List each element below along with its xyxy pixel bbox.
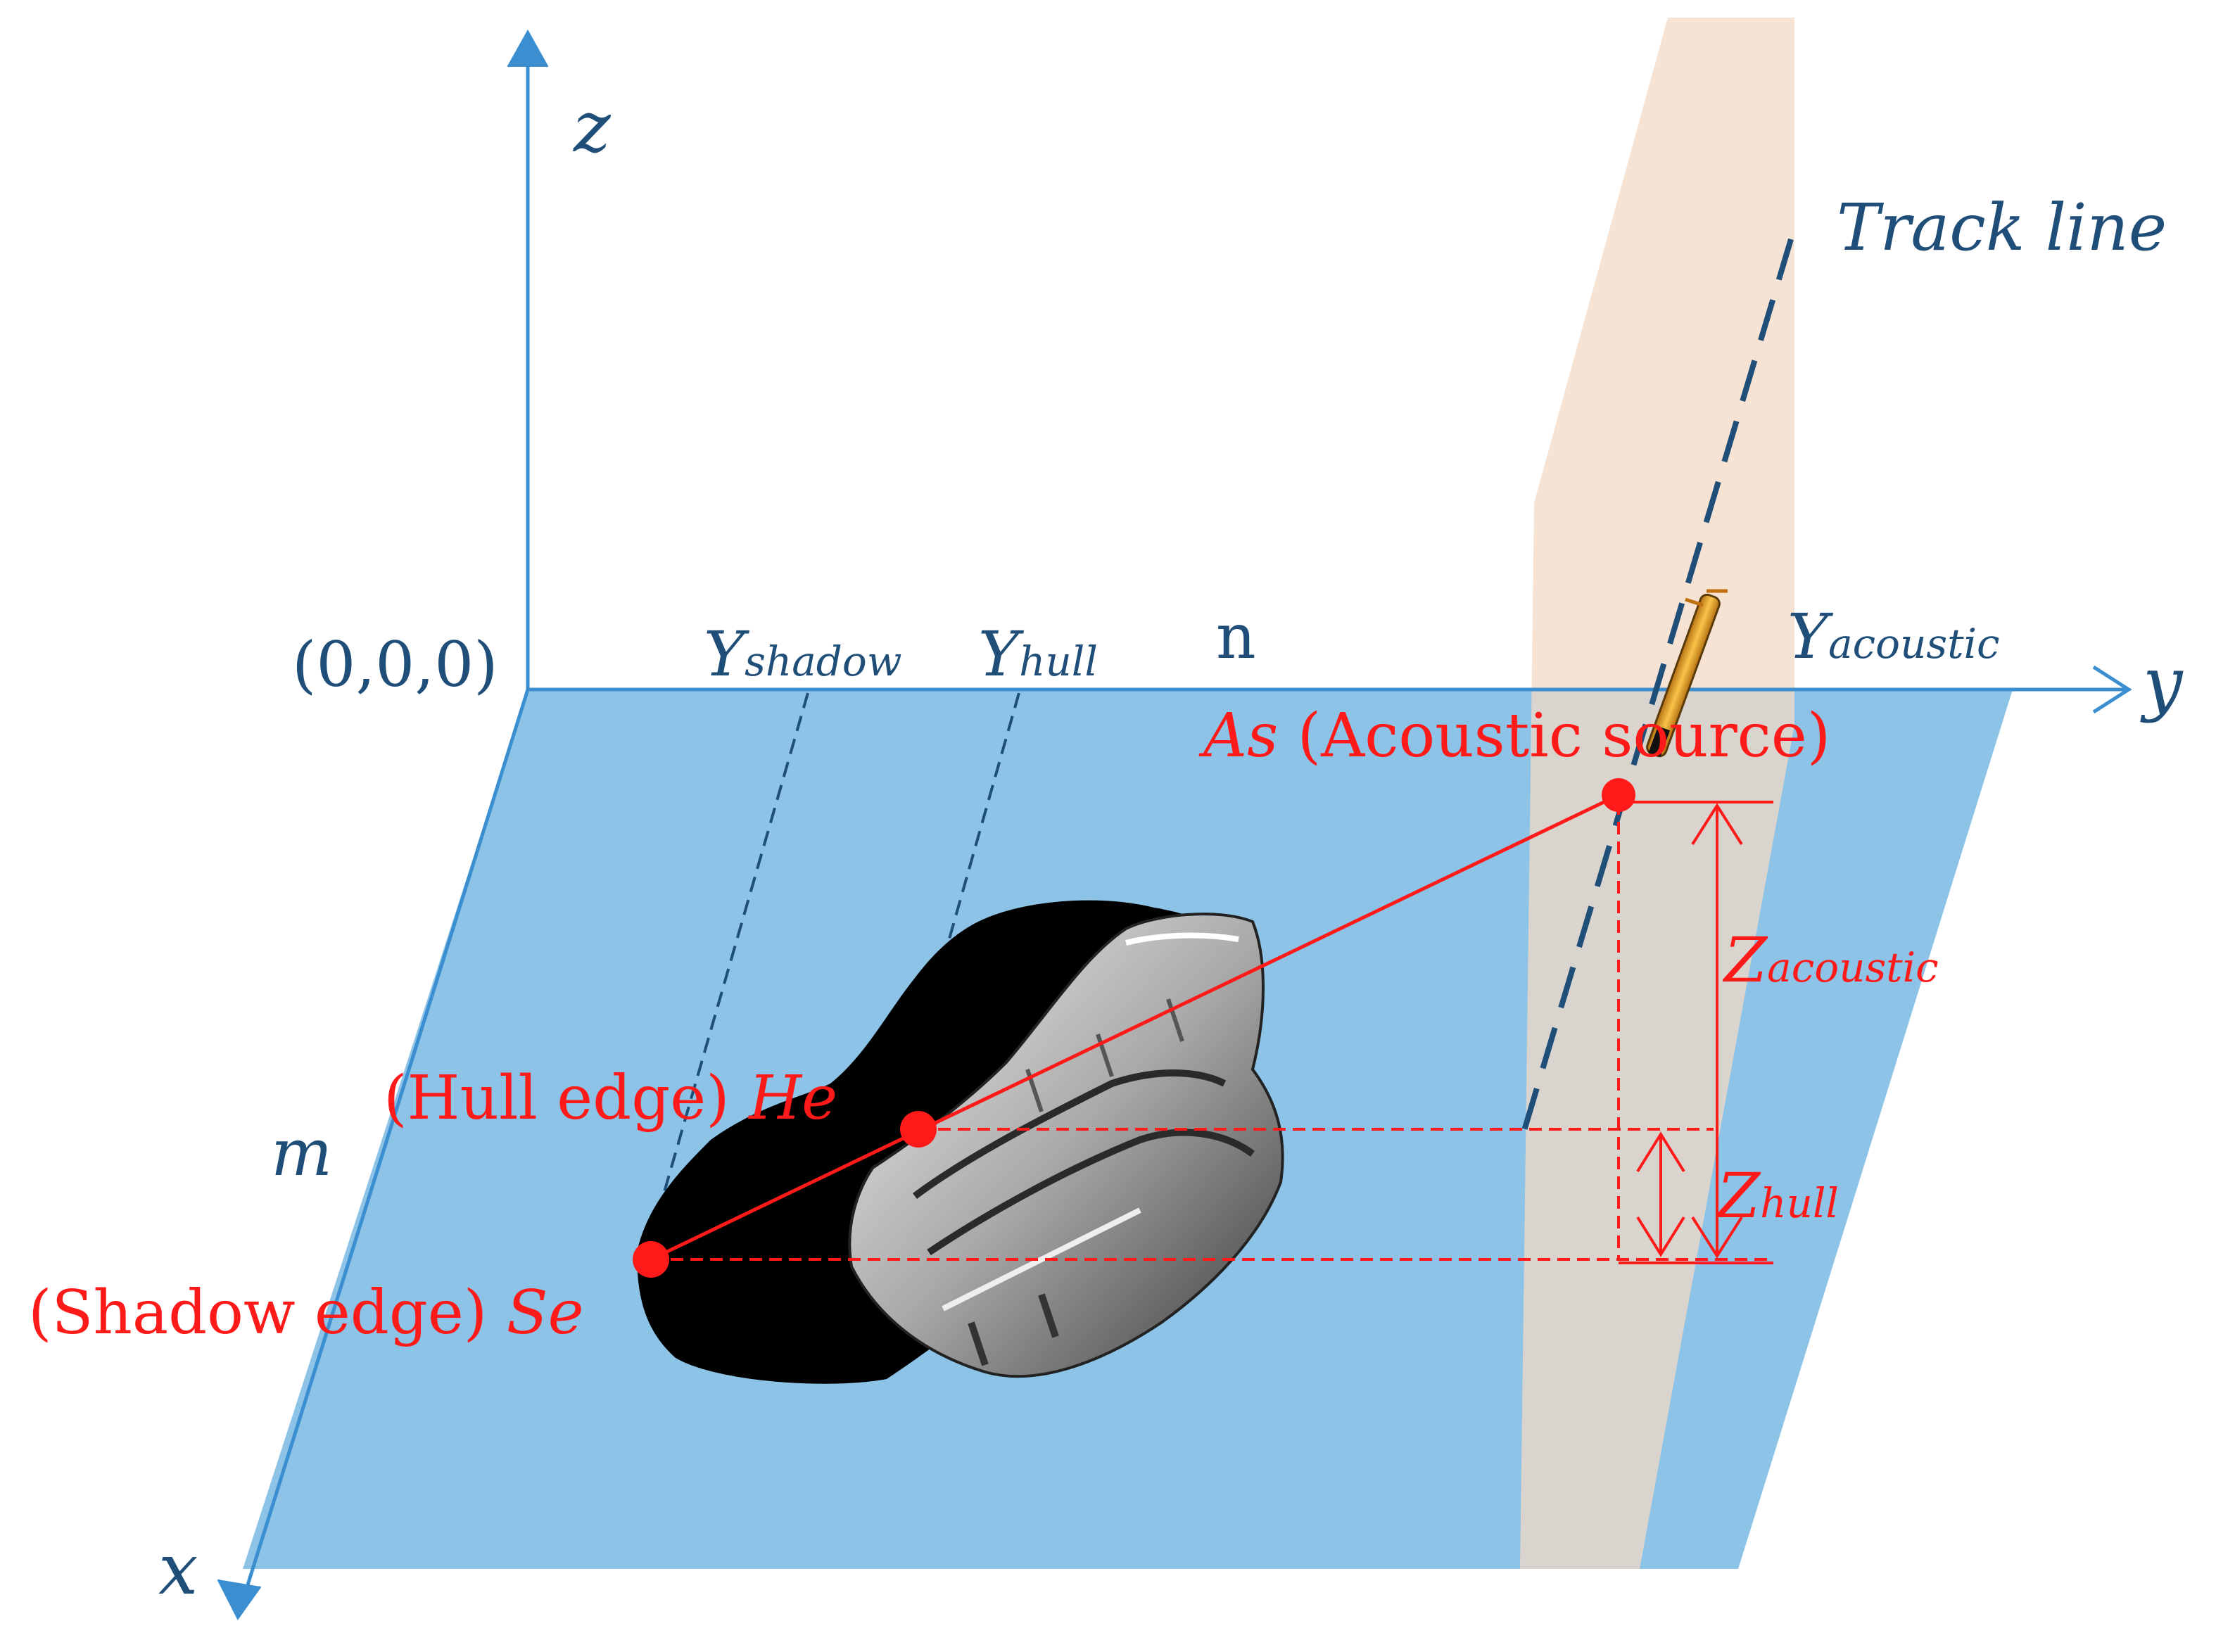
z-hull-arrow-top bbox=[1636, 1131, 1685, 1173]
x-axis-line bbox=[241, 689, 530, 1601]
acoustic-source-text: (Acoustic source) bbox=[1278, 701, 1830, 771]
y-hull-label: Yhull bbox=[978, 618, 1098, 690]
acoustic-source-point bbox=[1602, 778, 1635, 812]
acoustic-ray-line bbox=[650, 793, 1620, 1262]
y-shadow-sub: shadow bbox=[745, 637, 901, 685]
shadow-edge-abbr: Se bbox=[507, 1278, 584, 1348]
y-axis-arrowhead bbox=[2092, 665, 2132, 714]
z-hull-arrow-bottom bbox=[1636, 1216, 1685, 1257]
y-acoustic-label: Yacoustic bbox=[1787, 600, 2000, 673]
n-label: n bbox=[1216, 600, 1256, 673]
acoustic-source-label: As (Acoustic source) bbox=[1198, 701, 1830, 771]
y-hull-sub: hull bbox=[1019, 637, 1098, 685]
z-acoustic-arrow-bottom bbox=[1691, 1216, 1743, 1259]
x-axis-label: x bbox=[158, 1528, 198, 1610]
hull-edge-point bbox=[900, 1111, 937, 1148]
hull-edge-label: (Hull edge) He bbox=[384, 1063, 837, 1133]
towfish-sonar-icon bbox=[1646, 589, 1728, 758]
z-acoustic-arrow-top bbox=[1691, 803, 1743, 846]
shadow-edge-text: (Shadow edge) bbox=[28, 1278, 507, 1348]
vertical-track-plane bbox=[1520, 18, 1794, 1569]
y-hull-main: Y bbox=[978, 618, 1025, 690]
z-axis-label: z bbox=[573, 86, 612, 168]
track-line bbox=[1521, 238, 1794, 1134]
z-hull-sub: hull bbox=[1760, 1179, 1839, 1227]
track-line-label: Track line bbox=[1837, 190, 2167, 265]
z-acoustic-sub: acoustic bbox=[1767, 943, 1938, 991]
shadow-edge-label: (Shadow edge) Se bbox=[28, 1278, 584, 1348]
shadow-edge-point bbox=[633, 1241, 669, 1278]
y-shadow-label: Yshadow bbox=[704, 618, 901, 690]
z-hull-main: Z bbox=[1715, 1159, 1761, 1232]
y-acoustic-main: Y bbox=[1787, 600, 1834, 673]
z-acoustic-main: Z bbox=[1722, 924, 1768, 996]
m-label: m bbox=[271, 1115, 332, 1190]
z-hull-label: Zhull bbox=[1715, 1159, 1839, 1232]
z-acoustic-label: Zacoustic bbox=[1722, 924, 1939, 996]
hull-edge-text: (Hull edge) bbox=[384, 1063, 749, 1133]
x-axis-arrowhead bbox=[217, 1579, 262, 1620]
y-acoustic-sub: acoustic bbox=[1828, 620, 1999, 668]
y-axis-label: y bbox=[2140, 642, 2184, 724]
z-axis-arrowhead bbox=[507, 29, 549, 68]
acoustic-source-abbr: As bbox=[1198, 701, 1278, 771]
origin-label: (0,0,0) bbox=[292, 628, 498, 701]
hull-edge-abbr: He bbox=[747, 1063, 837, 1133]
y-shadow-main: Y bbox=[704, 618, 750, 690]
